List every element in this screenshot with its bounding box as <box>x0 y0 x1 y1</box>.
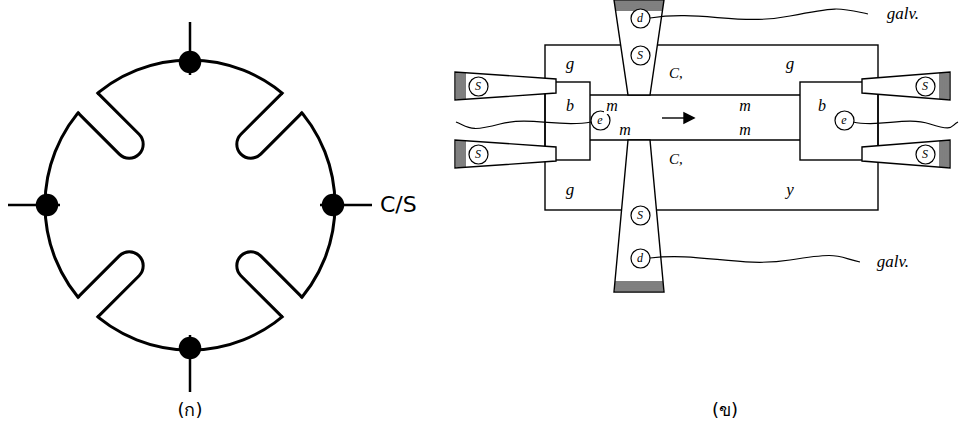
contact-letter: b <box>816 98 828 115</box>
disc-slots <box>73 88 308 323</box>
frame-letter: y <box>784 181 796 199</box>
frame-letter: g <box>784 55 797 73</box>
galvanometer-label: galv. <box>875 253 911 271</box>
clamp-letter: d <box>630 8 651 29</box>
plate-frame <box>545 45 878 210</box>
clamps <box>455 0 950 292</box>
clamp-letter: S <box>915 76 936 97</box>
disc-terminals <box>8 22 372 392</box>
circled-letter: S <box>468 76 489 97</box>
plate-letter: m <box>737 122 753 139</box>
plate-letter: m <box>617 122 633 139</box>
figure-caption: (ข) <box>710 401 740 420</box>
current-arrow <box>662 113 694 123</box>
circled-letter: d <box>630 248 651 269</box>
slotted-disc <box>45 60 335 350</box>
clamp-letter: d <box>630 248 651 269</box>
clamp-letter: S <box>468 144 489 165</box>
clamp-letter: e <box>834 110 855 131</box>
circled-letter: S <box>468 144 489 165</box>
frame-letter: g <box>564 55 577 73</box>
circled-letter: e <box>834 110 855 131</box>
circled-letter: S <box>630 205 651 226</box>
frame-letter: g <box>564 181 577 199</box>
circled-letter: S <box>915 144 936 165</box>
clamp-letter: S <box>468 76 489 97</box>
galvanometer-wires <box>456 9 958 262</box>
contact-letter: b <box>564 98 576 115</box>
terminal-label: C/S <box>378 193 419 216</box>
figure-caption: (ก) <box>175 401 204 420</box>
galvanometer-label: galv. <box>885 5 921 23</box>
plate-letter: m <box>737 98 753 115</box>
circled-letter: S <box>630 45 651 66</box>
clamp-letter: S <box>630 45 651 66</box>
clamp-letter: S <box>630 205 651 226</box>
clamp-letter: S <box>915 144 936 165</box>
clamp-letter: C, <box>667 66 685 82</box>
circled-letter: S <box>915 76 936 97</box>
clamp-hatching <box>457 2 948 290</box>
plate-letter: m <box>604 98 620 115</box>
clamp-letter: C, <box>667 152 685 168</box>
circled-letter: d <box>630 8 651 29</box>
